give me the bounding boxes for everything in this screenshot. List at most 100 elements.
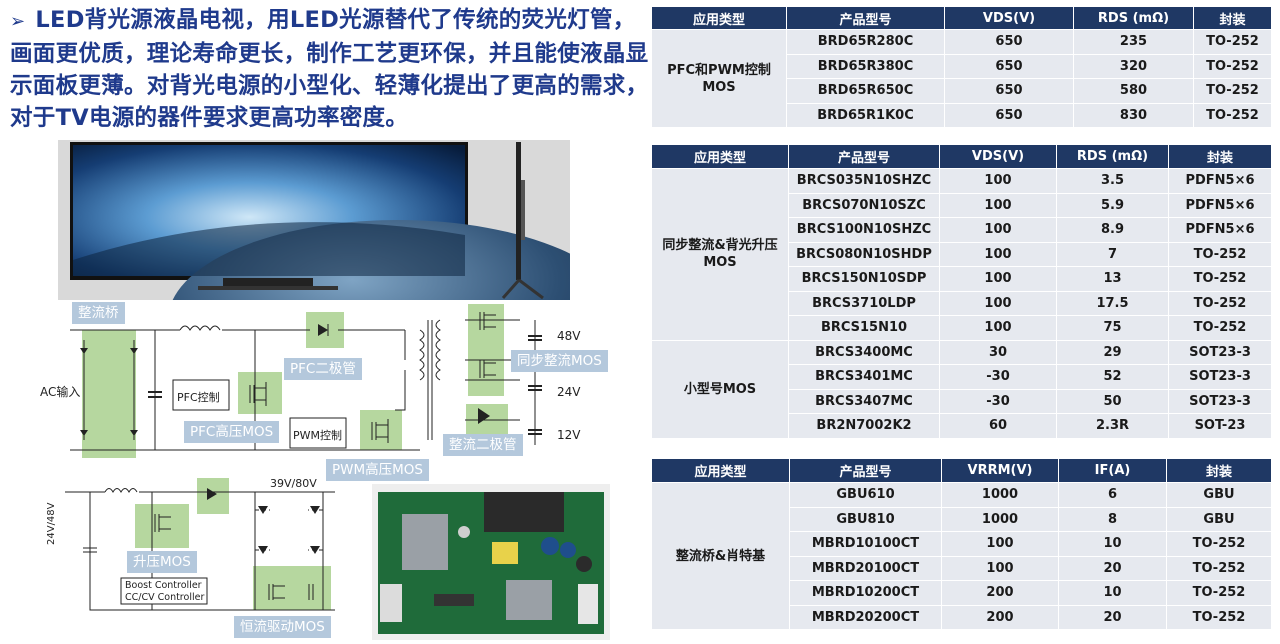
table-cell: BRCS080N10SHDP — [788, 241, 940, 267]
table-cell: 100 — [939, 168, 1057, 194]
table-cell: TO-252 — [1166, 580, 1272, 606]
table-cell: BRD65R280C — [786, 29, 945, 55]
column-header: 产品型号 — [786, 6, 945, 30]
table-cell: 320 — [1073, 53, 1194, 79]
column-header: 封装 — [1193, 6, 1272, 30]
column-header: 封装 — [1168, 144, 1272, 169]
table-cell: SOT23-3 — [1168, 339, 1272, 365]
category-cell: PFC和PWM控制MOS — [651, 29, 787, 128]
led-boost-circuit-diagram — [65, 478, 335, 611]
table-cell: TO-252 — [1168, 241, 1272, 267]
table-cell: PDFN5×6 — [1168, 217, 1272, 243]
pwm-mos-label: PWM高压MOS — [326, 459, 429, 481]
table-cell: 10 — [1058, 531, 1167, 557]
table-cell: BRCS3400MC — [788, 339, 940, 365]
table-cell: 650 — [944, 29, 1074, 55]
pfc-control-label: PFC控制 — [177, 391, 220, 404]
pfc-mos-label: PFC高压MOS — [184, 421, 280, 443]
table-cell: 20 — [1058, 555, 1167, 581]
table-cell: BRD65R1K0C — [786, 102, 945, 128]
table-cell: TO-252 — [1193, 78, 1272, 104]
vin-label: 24V/48V — [46, 502, 57, 546]
table-cell: BRD65R380C — [786, 53, 945, 79]
table-cell: BRCS3407MC — [788, 388, 940, 414]
intro-text: LED背光源液晶电视，用LED光源替代了传统的荧光灯管，画面更优质，理论寿命更长… — [10, 7, 649, 131]
cc-mos-label: 恒流驱动MOS — [234, 616, 331, 638]
table-cell: 52 — [1056, 364, 1169, 390]
table-cell: 75 — [1056, 315, 1169, 341]
column-header: 应用类型 — [651, 458, 790, 483]
table-cell: 100 — [941, 555, 1059, 581]
boost-mos-label: 升压MOS — [127, 551, 197, 573]
table-cell: 200 — [941, 580, 1059, 606]
table-cell: PDFN5×6 — [1168, 168, 1272, 194]
table-cell: 8.9 — [1056, 217, 1169, 243]
table-cell: GBU — [1166, 482, 1272, 508]
table-cell: TO-252 — [1193, 29, 1272, 55]
table-cell: BRCS3401MC — [788, 364, 940, 390]
v48-label: 48V — [557, 329, 581, 343]
table-cell: TO-252 — [1168, 290, 1272, 316]
column-header: IF(A) — [1058, 458, 1167, 483]
sync-mos-label: 同步整流MOS — [511, 350, 608, 372]
table-cell: 650 — [944, 102, 1074, 128]
category-cell: 整流桥&肖特基 — [651, 482, 790, 630]
column-header: VDS(V) — [939, 144, 1057, 169]
table-cell: BRCS035N10SHZC — [788, 168, 940, 194]
table-cell: 100 — [939, 217, 1057, 243]
table-cell: MBRD20200CT — [789, 604, 942, 630]
table-cell: 100 — [939, 290, 1057, 316]
table-cell: 100 — [939, 192, 1057, 218]
table-cell: TO-252 — [1166, 555, 1272, 581]
table-cell: -30 — [939, 364, 1057, 390]
table-cell: GBU810 — [789, 506, 942, 532]
table-cell: 100 — [941, 531, 1059, 557]
table-cell: 1000 — [941, 482, 1059, 508]
column-header: RDS (mΩ) — [1056, 144, 1169, 169]
ac-input-label: AC输入 — [40, 385, 81, 399]
bridge-highlight — [82, 330, 136, 458]
table-cell: TO-252 — [1193, 102, 1272, 128]
category-cell: 同步整流&背光升压MOS — [651, 168, 789, 341]
table-cell: BR2N7002K2 — [788, 413, 940, 439]
table-cell: 100 — [939, 315, 1057, 341]
category-cell: 小型号MOS — [651, 339, 789, 439]
table-cell: 10 — [1058, 580, 1167, 606]
table-cell: 100 — [939, 266, 1057, 292]
v12-label: 12V — [557, 428, 581, 442]
table-cell: 17.5 — [1056, 290, 1169, 316]
table-cell: 830 — [1073, 102, 1194, 128]
column-header: VDS(V) — [944, 6, 1074, 30]
table-cell: 650 — [944, 78, 1074, 104]
table-cell: TO-252 — [1166, 531, 1272, 557]
table-cell: BRCS3710LDP — [788, 290, 940, 316]
column-header: RDS (mΩ) — [1073, 6, 1194, 30]
table-cell: BRD65R650C — [786, 78, 945, 104]
table-cell: GBU610 — [789, 482, 942, 508]
table-cell: MBRD20100CT — [789, 555, 942, 581]
rect-diode-label: 整流二极管 — [443, 434, 523, 456]
v24-label: 24V — [557, 385, 581, 399]
table-cell: 1000 — [941, 506, 1059, 532]
arrow-bullet-icon: ➢ — [10, 11, 26, 32]
table-cell: 29 — [1056, 339, 1169, 365]
table-cell: 7 — [1056, 241, 1169, 267]
table-cell: SOT-23 — [1168, 413, 1272, 439]
table-cell: 3.5 — [1056, 168, 1169, 194]
bridge-label: 整流桥 — [72, 302, 125, 324]
table-cell: TO-252 — [1168, 266, 1272, 292]
controller-label-2: CC/CV Controller — [125, 592, 205, 603]
